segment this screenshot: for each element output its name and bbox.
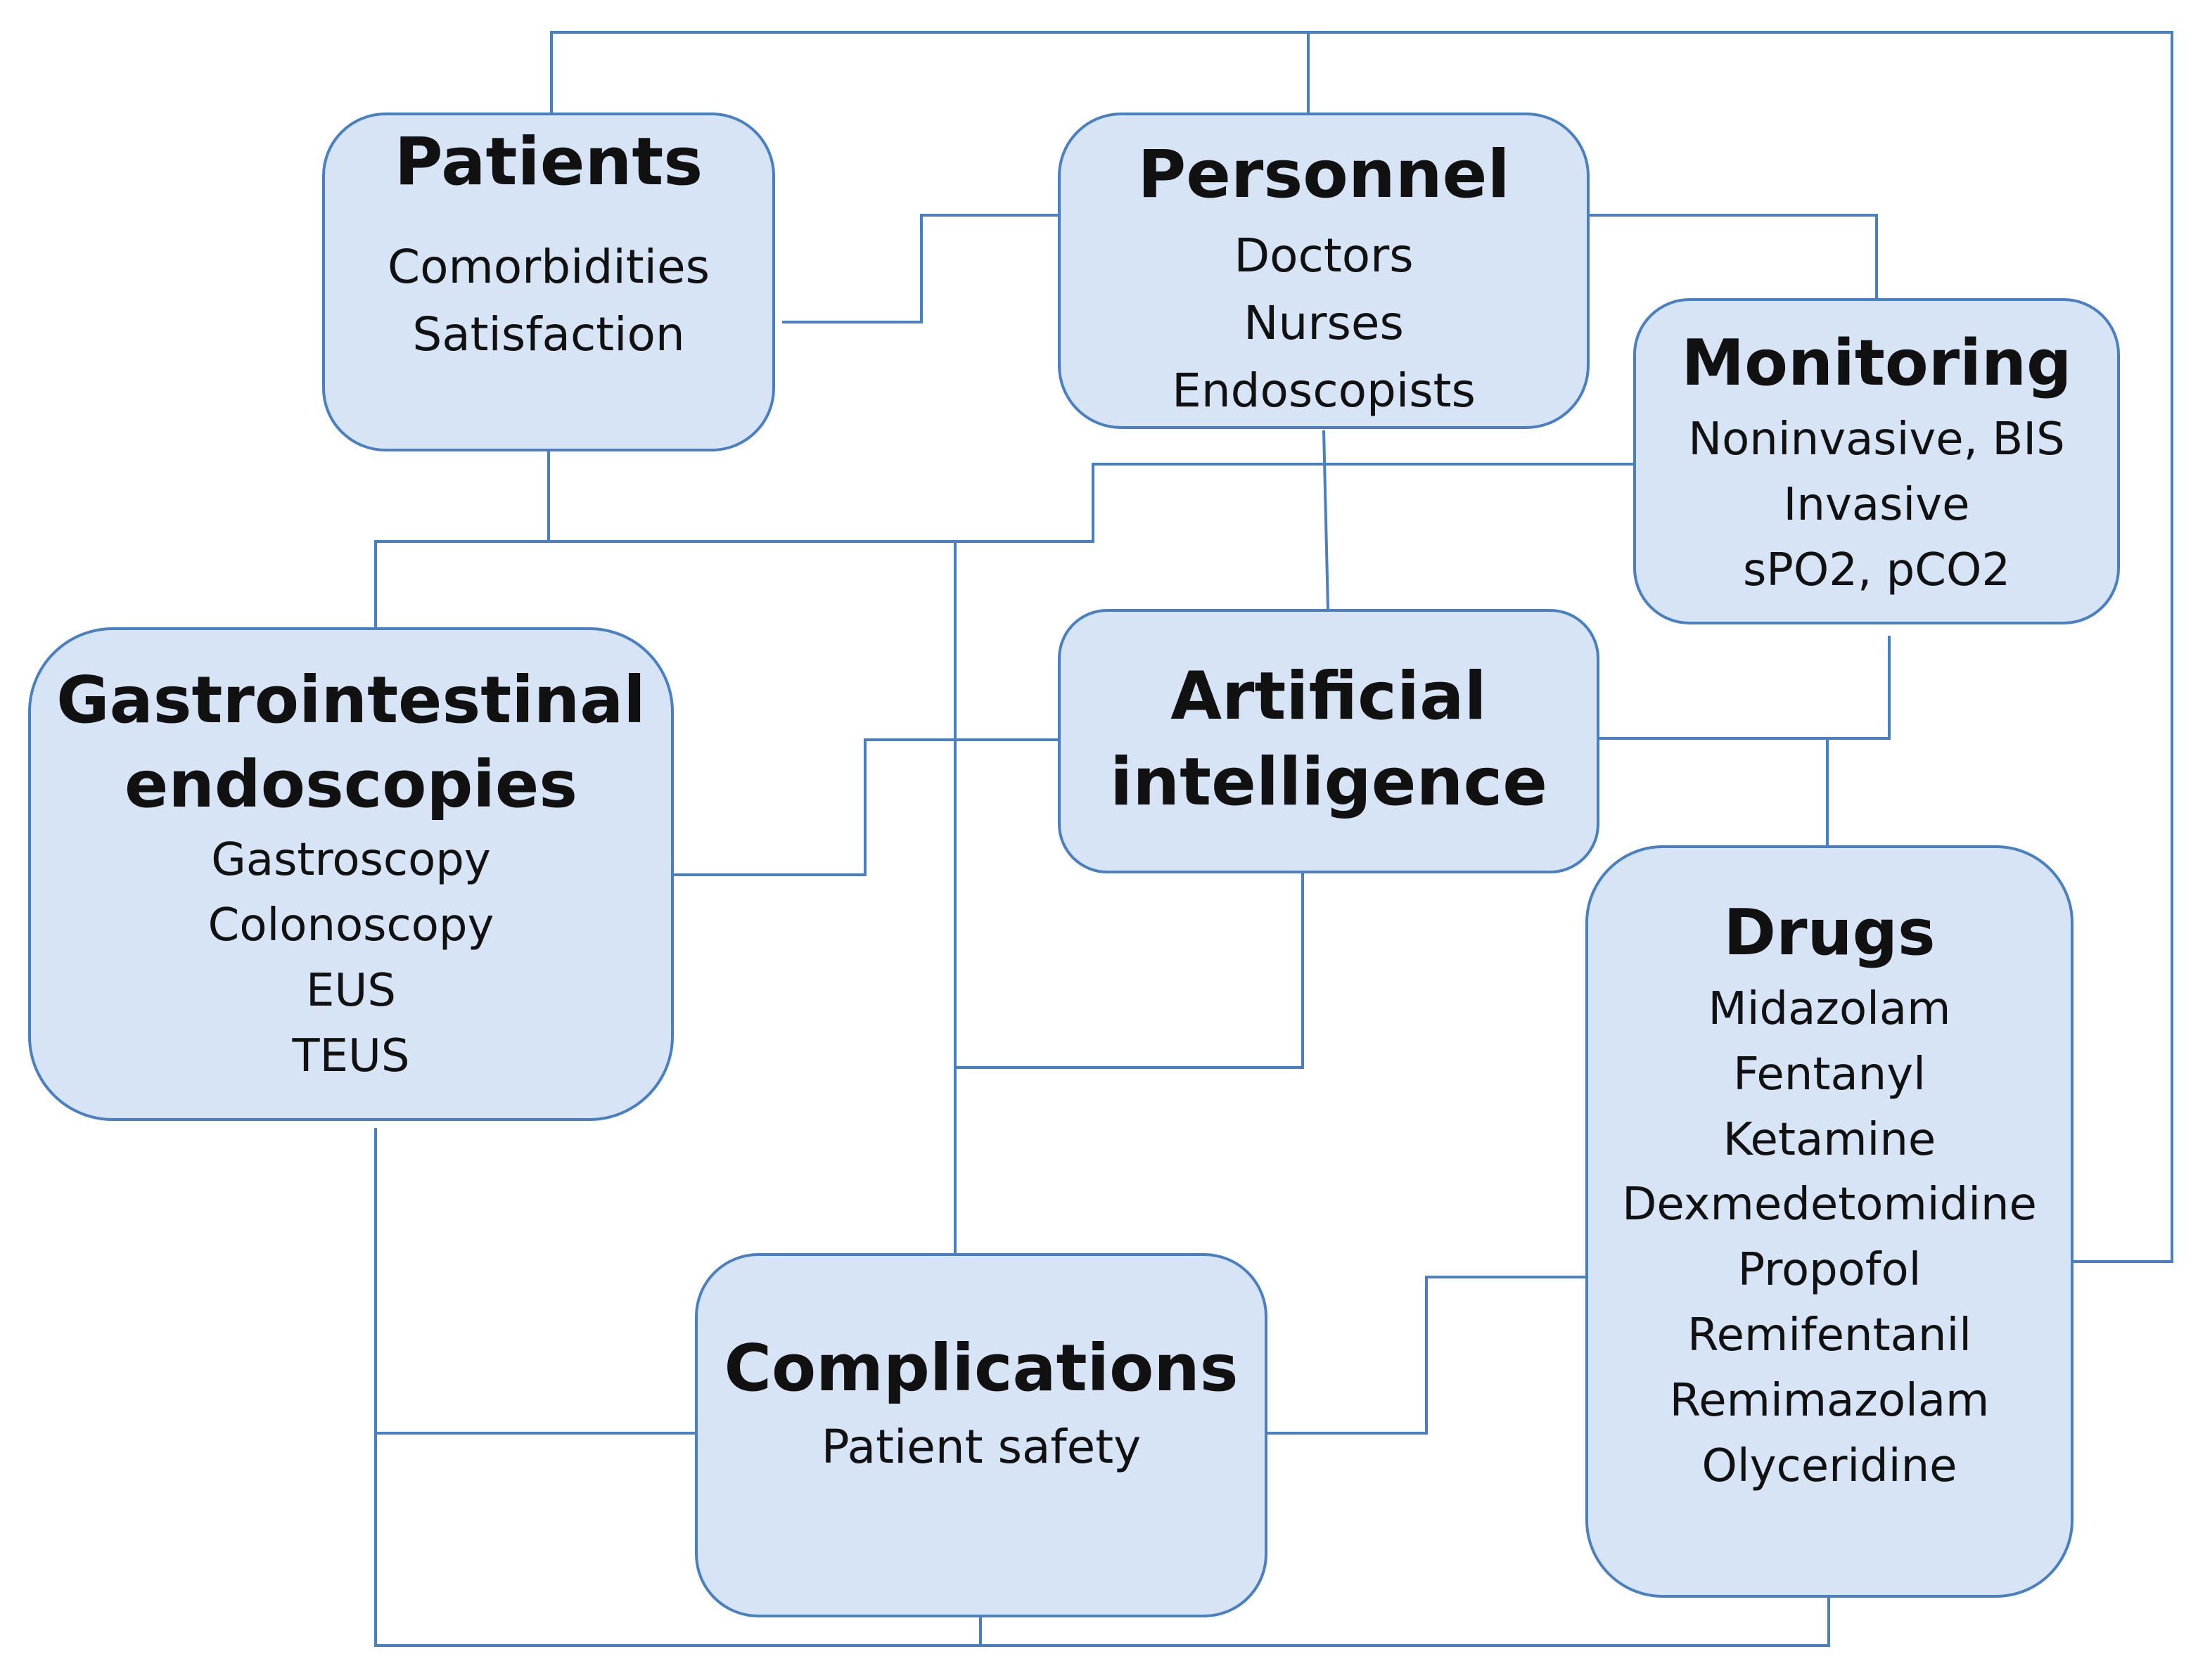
node-item: Midazolam — [1708, 983, 1951, 1035]
node-item: Patient safety — [821, 1419, 1142, 1474]
node-item: sPO2, pCO2 — [1742, 544, 2011, 596]
connector-drugs-complications — [1267, 1276, 1585, 1435]
node-endoscopies: Gastrointestinal endoscopies Gastroscopy… — [28, 627, 674, 1121]
connector-endoscopies-ai — [674, 738, 1058, 876]
node-item: Nurses — [1244, 295, 1404, 350]
node-item: Satisfaction — [412, 307, 685, 361]
node-item: Propofol — [1737, 1244, 1922, 1297]
connector-trunk-endoscopies — [374, 540, 549, 627]
node-item: Endoscopists — [1172, 363, 1476, 418]
node-complications: Complications Patient safety — [695, 1253, 1267, 1617]
node-item: Noninvasive, BIS — [1688, 413, 2065, 466]
node-drugs: Drugs Midazolam Fentanyl Ketamine Dexmed… — [1585, 845, 2074, 1598]
node-item: Gastroscopy — [211, 834, 491, 887]
node-patients-title: Patients — [394, 124, 703, 200]
node-item: Invasive — [1783, 478, 1970, 531]
node-personnel-title: Personnel — [1137, 136, 1510, 213]
node-ai-title-line: Artificial — [1170, 658, 1487, 735]
connector-patients-top-loop — [550, 31, 2173, 1263]
node-artificial-intelligence: Artificial intelligence — [1058, 609, 1599, 873]
node-complications-title: Complications — [724, 1330, 1239, 1406]
node-drugs-title: Drugs — [1723, 896, 1936, 970]
node-monitoring-items: Noninvasive, BIS Invasive sPO2, pCO2 — [1636, 407, 2117, 603]
node-item: Remifentanil — [1687, 1309, 1972, 1361]
node-ai-title-line: intelligence — [1110, 744, 1547, 821]
node-endoscopies-items: Gastroscopy Colonoscopy EUS TEUS — [31, 828, 671, 1089]
node-monitoring: Monitoring Noninvasive, BIS Invasive sPO… — [1633, 298, 2120, 624]
node-item: EUS — [306, 964, 396, 1017]
node-item: Olyceridine — [1701, 1439, 1957, 1492]
connector-endoscopies-bottom-loop — [374, 1128, 1830, 1647]
node-complications-items: Patient safety — [698, 1413, 1265, 1481]
connector-monitoring-ai-drugs — [1599, 636, 1891, 740]
connector-personnel-ai — [1322, 430, 1329, 610]
connector-patients-personnel — [782, 214, 1058, 323]
node-patients: Patients Comorbidities Satisfaction — [322, 113, 775, 451]
node-personnel: Personnel Doctors Nurses Endoscopists — [1058, 113, 1590, 429]
node-item: TEUS — [292, 1030, 410, 1082]
node-item: Comorbidities — [388, 240, 710, 295]
node-endoscopies-title-line: Gastrointestinal — [56, 662, 646, 738]
node-endoscopies-title-line: endoscopies — [124, 746, 577, 822]
node-item: Dexmedetomidine — [1622, 1179, 2037, 1231]
connector-personnel-monitoring — [1590, 214, 1878, 298]
connector-patients-trunk — [547, 451, 957, 1260]
connector-monitoring-trunk — [955, 463, 1633, 543]
node-personnel-items: Doctors Nurses Endoscopists — [1061, 222, 1587, 424]
node-item: Colonoscopy — [207, 899, 494, 951]
node-item: Doctors — [1234, 229, 1414, 283]
node-patients-items: Comorbidities Satisfaction — [325, 233, 772, 368]
node-item: Fentanyl — [1733, 1048, 1926, 1101]
connector-ai-trunk — [955, 873, 1304, 1069]
node-item: Ketamine — [1723, 1113, 1936, 1166]
node-drugs-items: Midazolam Fentanyl Ketamine Dexmedetomid… — [1588, 977, 2071, 1499]
node-item: Remimazolam — [1669, 1374, 1990, 1427]
node-monitoring-title: Monitoring — [1681, 326, 2072, 400]
